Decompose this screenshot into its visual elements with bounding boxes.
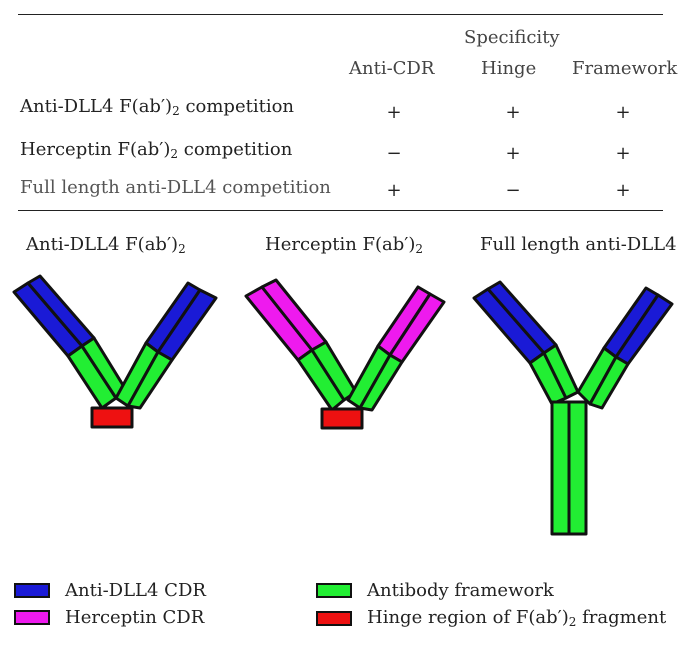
legend-item-herceptin-cdr: Herceptin CDR [14, 607, 204, 628]
table-bottom-rule [18, 210, 663, 211]
legend-swatch-hinge [316, 610, 352, 626]
hinge-region [90, 406, 134, 429]
row-label-anti-dll4-fab2: Anti-DLL4 F(ab′)2 competition [20, 96, 295, 118]
table-top-rule [18, 14, 663, 15]
column-header-anti-cdr: Anti-CDR [349, 58, 435, 79]
legend-item-anti-dll4-cdr: Anti-DLL4 CDR [14, 580, 206, 601]
row-label-herceptin-fab2: Herceptin F(ab′)2 competition [20, 139, 293, 161]
specificity-header: Specificity [464, 27, 560, 48]
cell-anti-dll4-framework: + [615, 102, 631, 123]
cell-full-length-anti-cdr: + [386, 180, 402, 201]
framework-right-outer [358, 353, 404, 412]
legend-swatch-herceptin-cdr [14, 610, 50, 625]
cell-anti-dll4-hinge: + [505, 102, 521, 123]
antibody-diagrams: .ol { stroke: #111; stroke-width: 3; str… [12, 274, 674, 536]
cell-herceptin-hinge: + [505, 143, 521, 164]
legend-swatch-anti-dll4-cdr [14, 583, 50, 598]
column-header-framework: Framework [572, 58, 678, 79]
antibody-herceptin-fab2 [244, 278, 446, 430]
cell-herceptin-framework: + [615, 143, 631, 164]
legend-item-framework: Antibody framework [316, 580, 554, 601]
framework-right-outer [588, 355, 630, 410]
framework-stem-right [567, 400, 588, 536]
framework-stem-left [550, 400, 571, 536]
legend-item-hinge: Hinge region of F(ab′)2 fragment [316, 607, 666, 629]
antibody-anti-dll4-fab2 [12, 274, 218, 429]
legend-label-hinge: Hinge region of F(ab′)2 fragment [367, 607, 667, 629]
column-header-hinge: Hinge [481, 58, 537, 79]
legend-label-framework: Antibody framework [367, 580, 554, 601]
diagram-title-anti-dll4-fab2: Anti-DLL4 F(ab′)2 [26, 234, 186, 256]
antibody-full-length-anti-dll4 [472, 280, 674, 536]
cell-full-length-framework: + [615, 180, 631, 201]
hinge-region [320, 407, 364, 430]
legend-swatch-framework [316, 583, 352, 598]
diagram-title-herceptin-fab2: Herceptin F(ab′)2 [265, 234, 424, 256]
row-label-full-length-anti-dll4: Full length anti-DLL4 competition [20, 177, 331, 198]
diagram-title-full-length-anti-dll4: Full length anti-DLL4 [480, 234, 677, 255]
cell-anti-dll4-anti-cdr: + [386, 102, 402, 123]
cell-herceptin-anti-cdr: − [386, 143, 402, 164]
legend-label-anti-dll4-cdr: Anti-DLL4 CDR [65, 580, 206, 601]
cell-full-length-hinge: − [505, 180, 521, 201]
legend-label-herceptin-cdr: Herceptin CDR [65, 607, 205, 628]
framework-right-outer [126, 350, 174, 410]
